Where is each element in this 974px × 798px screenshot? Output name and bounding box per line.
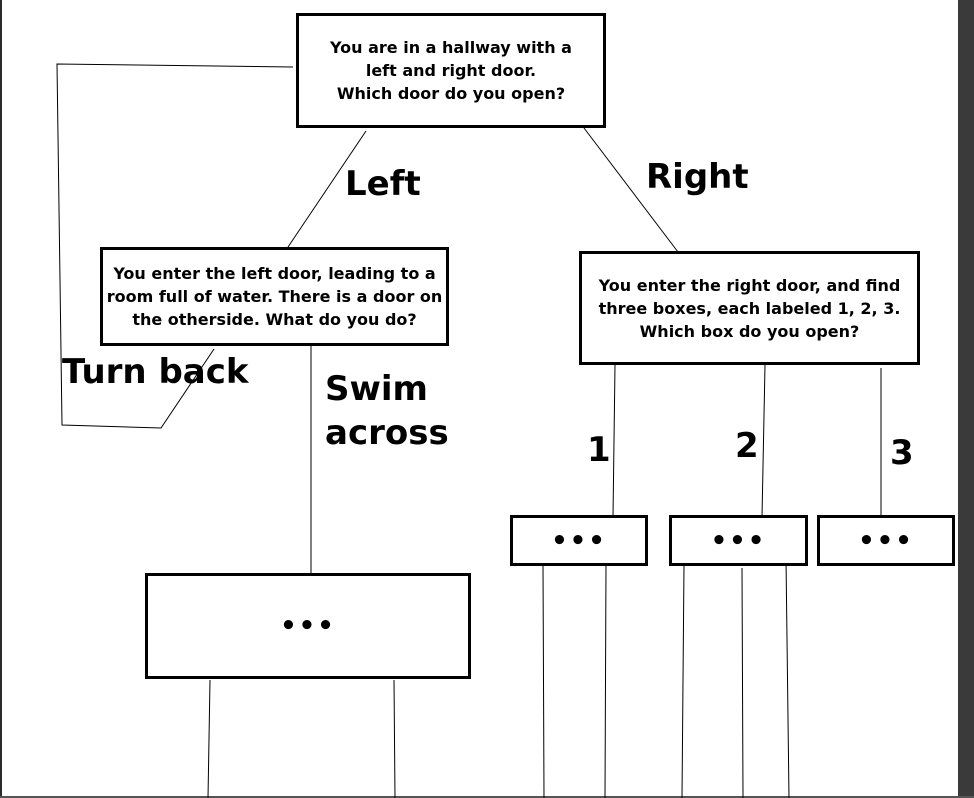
connector-box2-down-c xyxy=(785,558,790,798)
node-right-room-text: You enter the right door, and find three… xyxy=(598,275,901,341)
connector-box-1 xyxy=(612,364,616,518)
page-left-edge xyxy=(0,0,2,798)
edge-label-box-1: 1 xyxy=(587,430,611,470)
connector-hallway-right xyxy=(583,127,679,253)
node-swim-result: ••• xyxy=(145,573,471,679)
connector-hallway-left xyxy=(287,130,367,248)
connector-box1-down-a xyxy=(542,563,545,798)
node-right-room: You enter the right door, and find three… xyxy=(579,251,920,365)
node-left-room-text: You enter the left door, leading to a ro… xyxy=(106,264,443,329)
edge-label-right: Right xyxy=(646,157,749,197)
connector-box-2 xyxy=(761,364,766,518)
edge-label-turn-back: Turn back xyxy=(62,352,249,392)
node-box-1: ••• xyxy=(510,515,648,566)
connector-swim-down-b xyxy=(393,679,396,798)
node-box-1-ellipsis: ••• xyxy=(551,525,607,556)
node-left-room: You enter the left door, leading to a ro… xyxy=(100,247,449,346)
connector-box2-down-b xyxy=(741,567,744,798)
page-bottom-edge xyxy=(0,796,974,798)
node-hallway: You are in a hallway with a left and rig… xyxy=(296,13,606,128)
page-right-edge xyxy=(958,0,974,798)
connector-turn-back-loop xyxy=(56,63,294,429)
node-box-2-ellipsis: ••• xyxy=(710,525,767,556)
edge-label-left: Left xyxy=(345,164,421,204)
node-box-3-ellipsis: ••• xyxy=(858,525,914,556)
edge-label-box-3: 3 xyxy=(890,433,914,473)
node-box-3: ••• xyxy=(817,515,955,566)
edge-label-swim-across: Swim across xyxy=(325,369,449,453)
edge-label-box-2: 2 xyxy=(735,426,759,466)
connector-swim-down-a xyxy=(207,679,211,798)
node-hallway-text: You are in a hallway with a left and rig… xyxy=(330,38,572,103)
node-box-2: ••• xyxy=(669,515,808,566)
connector-box2-down-a xyxy=(681,563,685,798)
node-swim-result-ellipsis: ••• xyxy=(280,611,336,641)
connector-box1-down-b xyxy=(604,563,607,798)
